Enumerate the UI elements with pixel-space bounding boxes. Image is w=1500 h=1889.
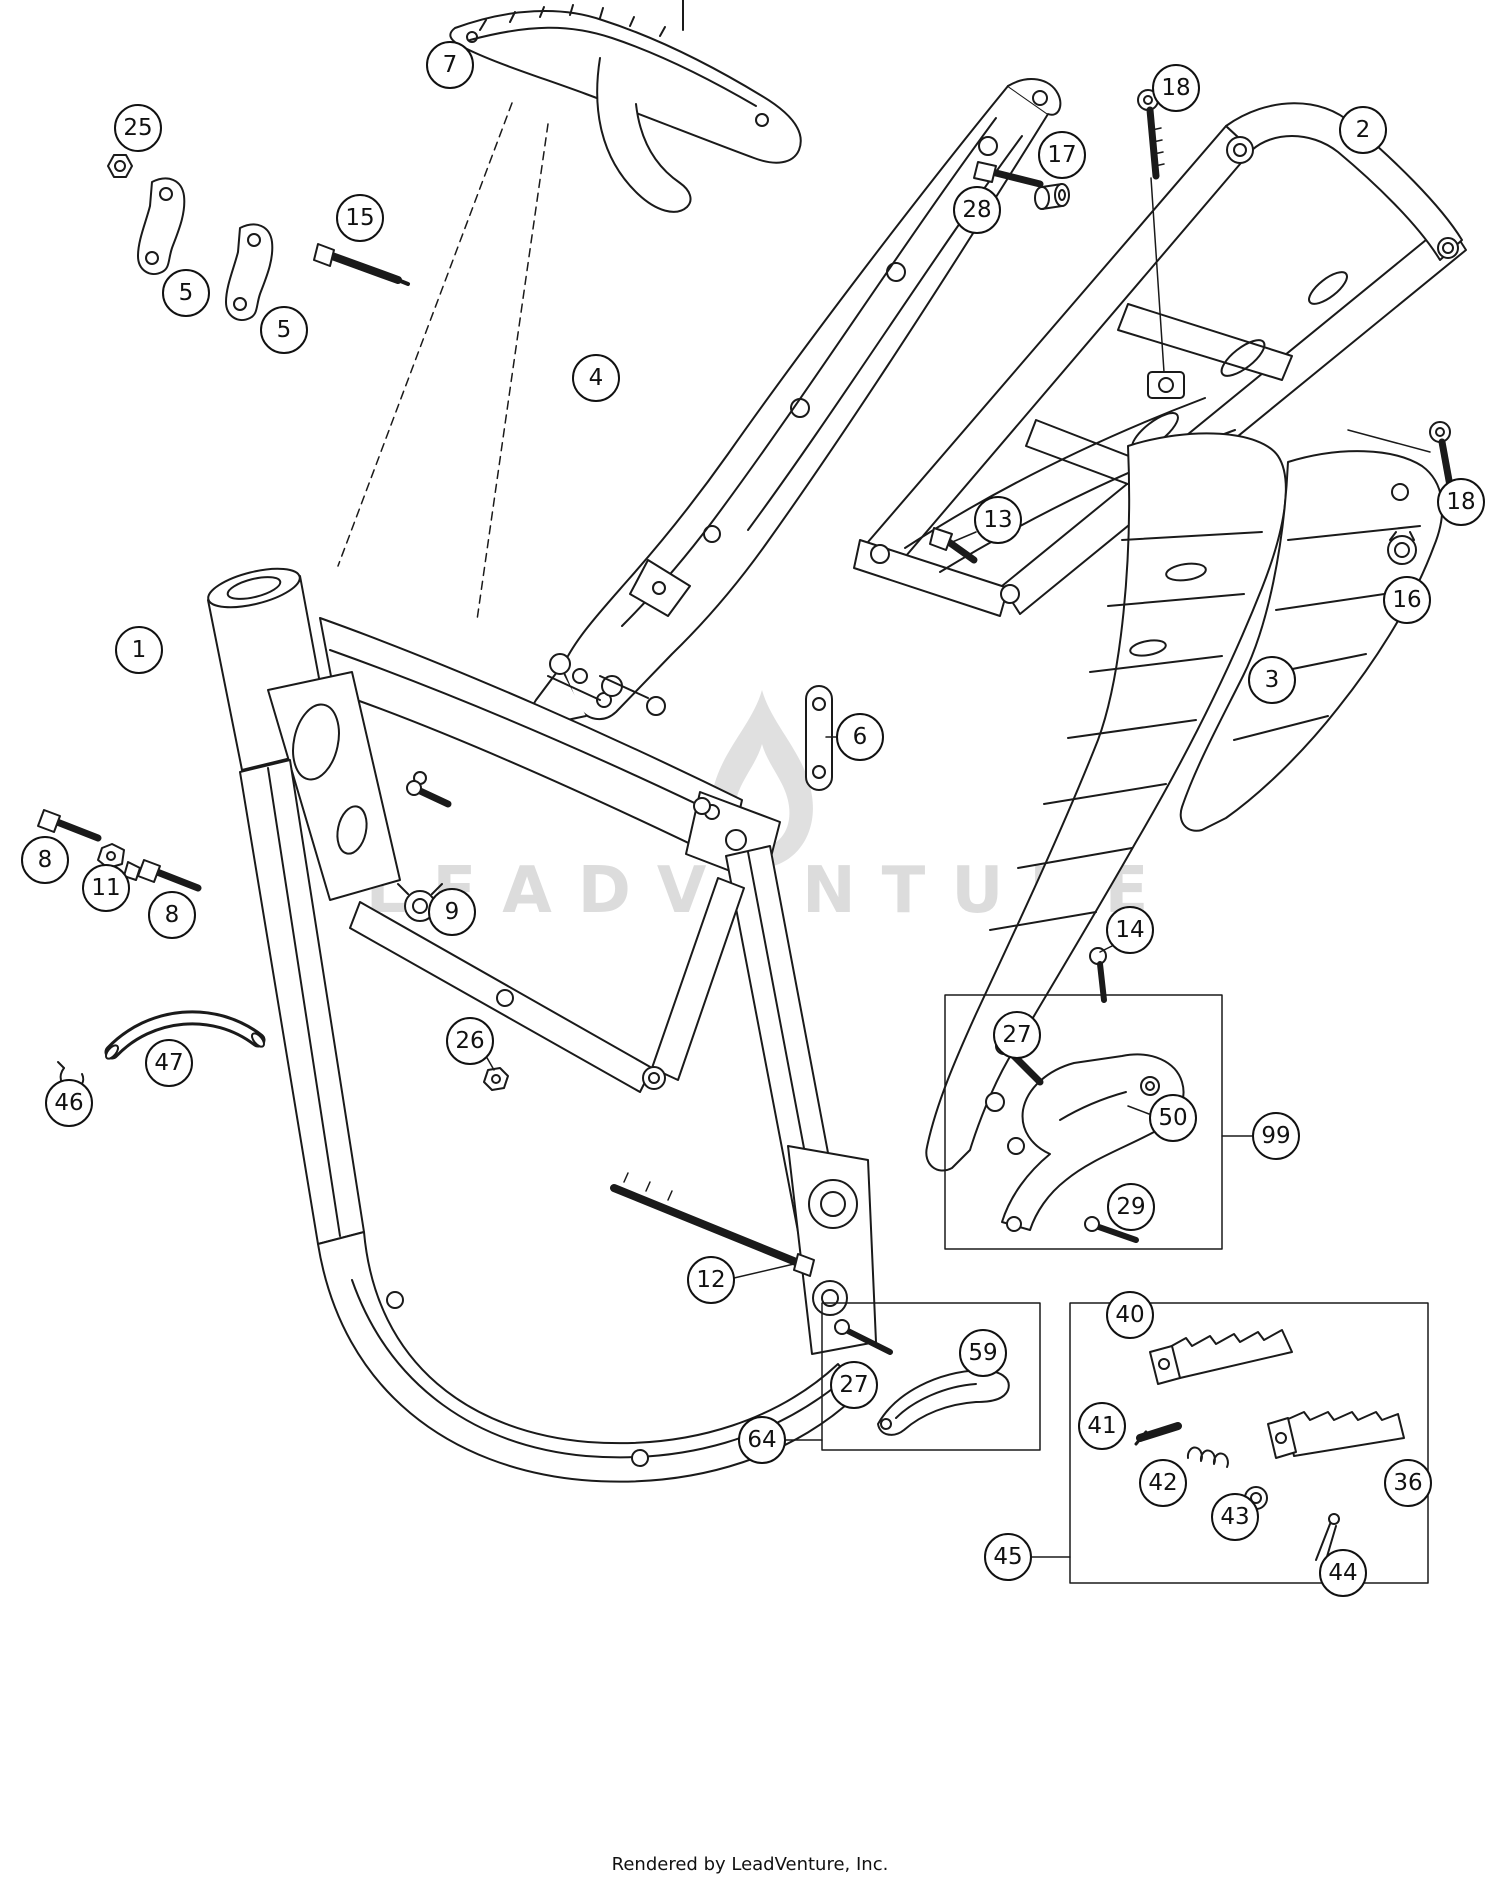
part-nut-25: [107, 154, 133, 178]
callout-9[interactable]: 9: [428, 888, 476, 936]
part-side-panel-left: [925, 432, 1287, 1172]
callout-27b[interactable]: 27: [830, 1361, 878, 1409]
part-sleeve-17: [1034, 183, 1070, 210]
group-box-guard: [821, 1302, 1041, 1451]
footer-credit: Rendered by LeadVenture, Inc.: [611, 1854, 889, 1875]
callout-3[interactable]: 3: [1248, 656, 1296, 704]
callout-25[interactable]: 25: [114, 104, 162, 152]
callout-29[interactable]: 29: [1107, 1183, 1155, 1231]
part-screw-18b: [1429, 421, 1454, 490]
callout-28[interactable]: 28: [953, 186, 1001, 234]
callout-13[interactable]: 13: [974, 496, 1022, 544]
callout-14[interactable]: 14: [1106, 906, 1154, 954]
part-bolt-12: [610, 1172, 815, 1277]
part-vent-hose: [104, 1010, 266, 1060]
callout-47[interactable]: 47: [145, 1039, 193, 1087]
part-side-panel-right: [1179, 450, 1444, 832]
leader-lines: [485, 177, 1431, 1558]
part-bolt-15: [313, 243, 410, 286]
callout-59[interactable]: 59: [959, 1329, 1007, 1377]
callout-41[interactable]: 41: [1078, 1402, 1126, 1450]
callout-43[interactable]: 43: [1211, 1493, 1259, 1541]
part-bracket-5a: [137, 177, 186, 275]
callout-45[interactable]: 45: [984, 1533, 1032, 1581]
callout-8a[interactable]: 8: [21, 836, 69, 884]
part-harness-guide: [449, 0, 802, 213]
part-bracket-5b: [225, 223, 274, 321]
callout-16[interactable]: 16: [1383, 576, 1431, 624]
callout-7[interactable]: 7: [426, 41, 474, 89]
callout-11[interactable]: 11: [82, 864, 130, 912]
part-bolt-8b: [123, 859, 202, 892]
callout-64[interactable]: 64: [738, 1416, 786, 1464]
callout-26[interactable]: 26: [446, 1017, 494, 1065]
part-bolt-14: [1089, 947, 1107, 1003]
callout-44[interactable]: 44: [1319, 1549, 1367, 1597]
callout-27a[interactable]: 27: [993, 1011, 1041, 1059]
callout-18a[interactable]: 18: [1152, 64, 1200, 112]
callout-12[interactable]: 12: [687, 1256, 735, 1304]
callout-17[interactable]: 17: [1038, 131, 1086, 179]
callout-50[interactable]: 50: [1149, 1094, 1197, 1142]
callout-4[interactable]: 4: [572, 354, 620, 402]
callout-36[interactable]: 36: [1384, 1459, 1432, 1507]
callout-46[interactable]: 46: [45, 1079, 93, 1127]
part-nut-16: [1387, 531, 1417, 565]
dashed-leader-lines: [337, 102, 549, 621]
part-bolt-28: [973, 161, 1044, 188]
callout-15[interactable]: 15: [336, 194, 384, 242]
part-bolt-8a: [37, 809, 102, 842]
callout-5b[interactable]: 5: [260, 306, 308, 354]
part-bushing-9: [397, 883, 443, 922]
callout-99[interactable]: 99: [1252, 1112, 1300, 1160]
part-link-plate: [805, 685, 833, 791]
callout-1[interactable]: 1: [115, 626, 163, 674]
part-main-frame: [207, 567, 877, 1483]
callout-42[interactable]: 42: [1139, 1459, 1187, 1507]
callout-5a[interactable]: 5: [162, 269, 210, 317]
part-nut-26: [483, 1067, 509, 1091]
callout-18b[interactable]: 18: [1437, 478, 1485, 526]
callout-8b[interactable]: 8: [148, 891, 196, 939]
callout-40[interactable]: 40: [1106, 1291, 1154, 1339]
callout-2[interactable]: 2: [1339, 106, 1387, 154]
callout-6[interactable]: 6: [836, 713, 884, 761]
